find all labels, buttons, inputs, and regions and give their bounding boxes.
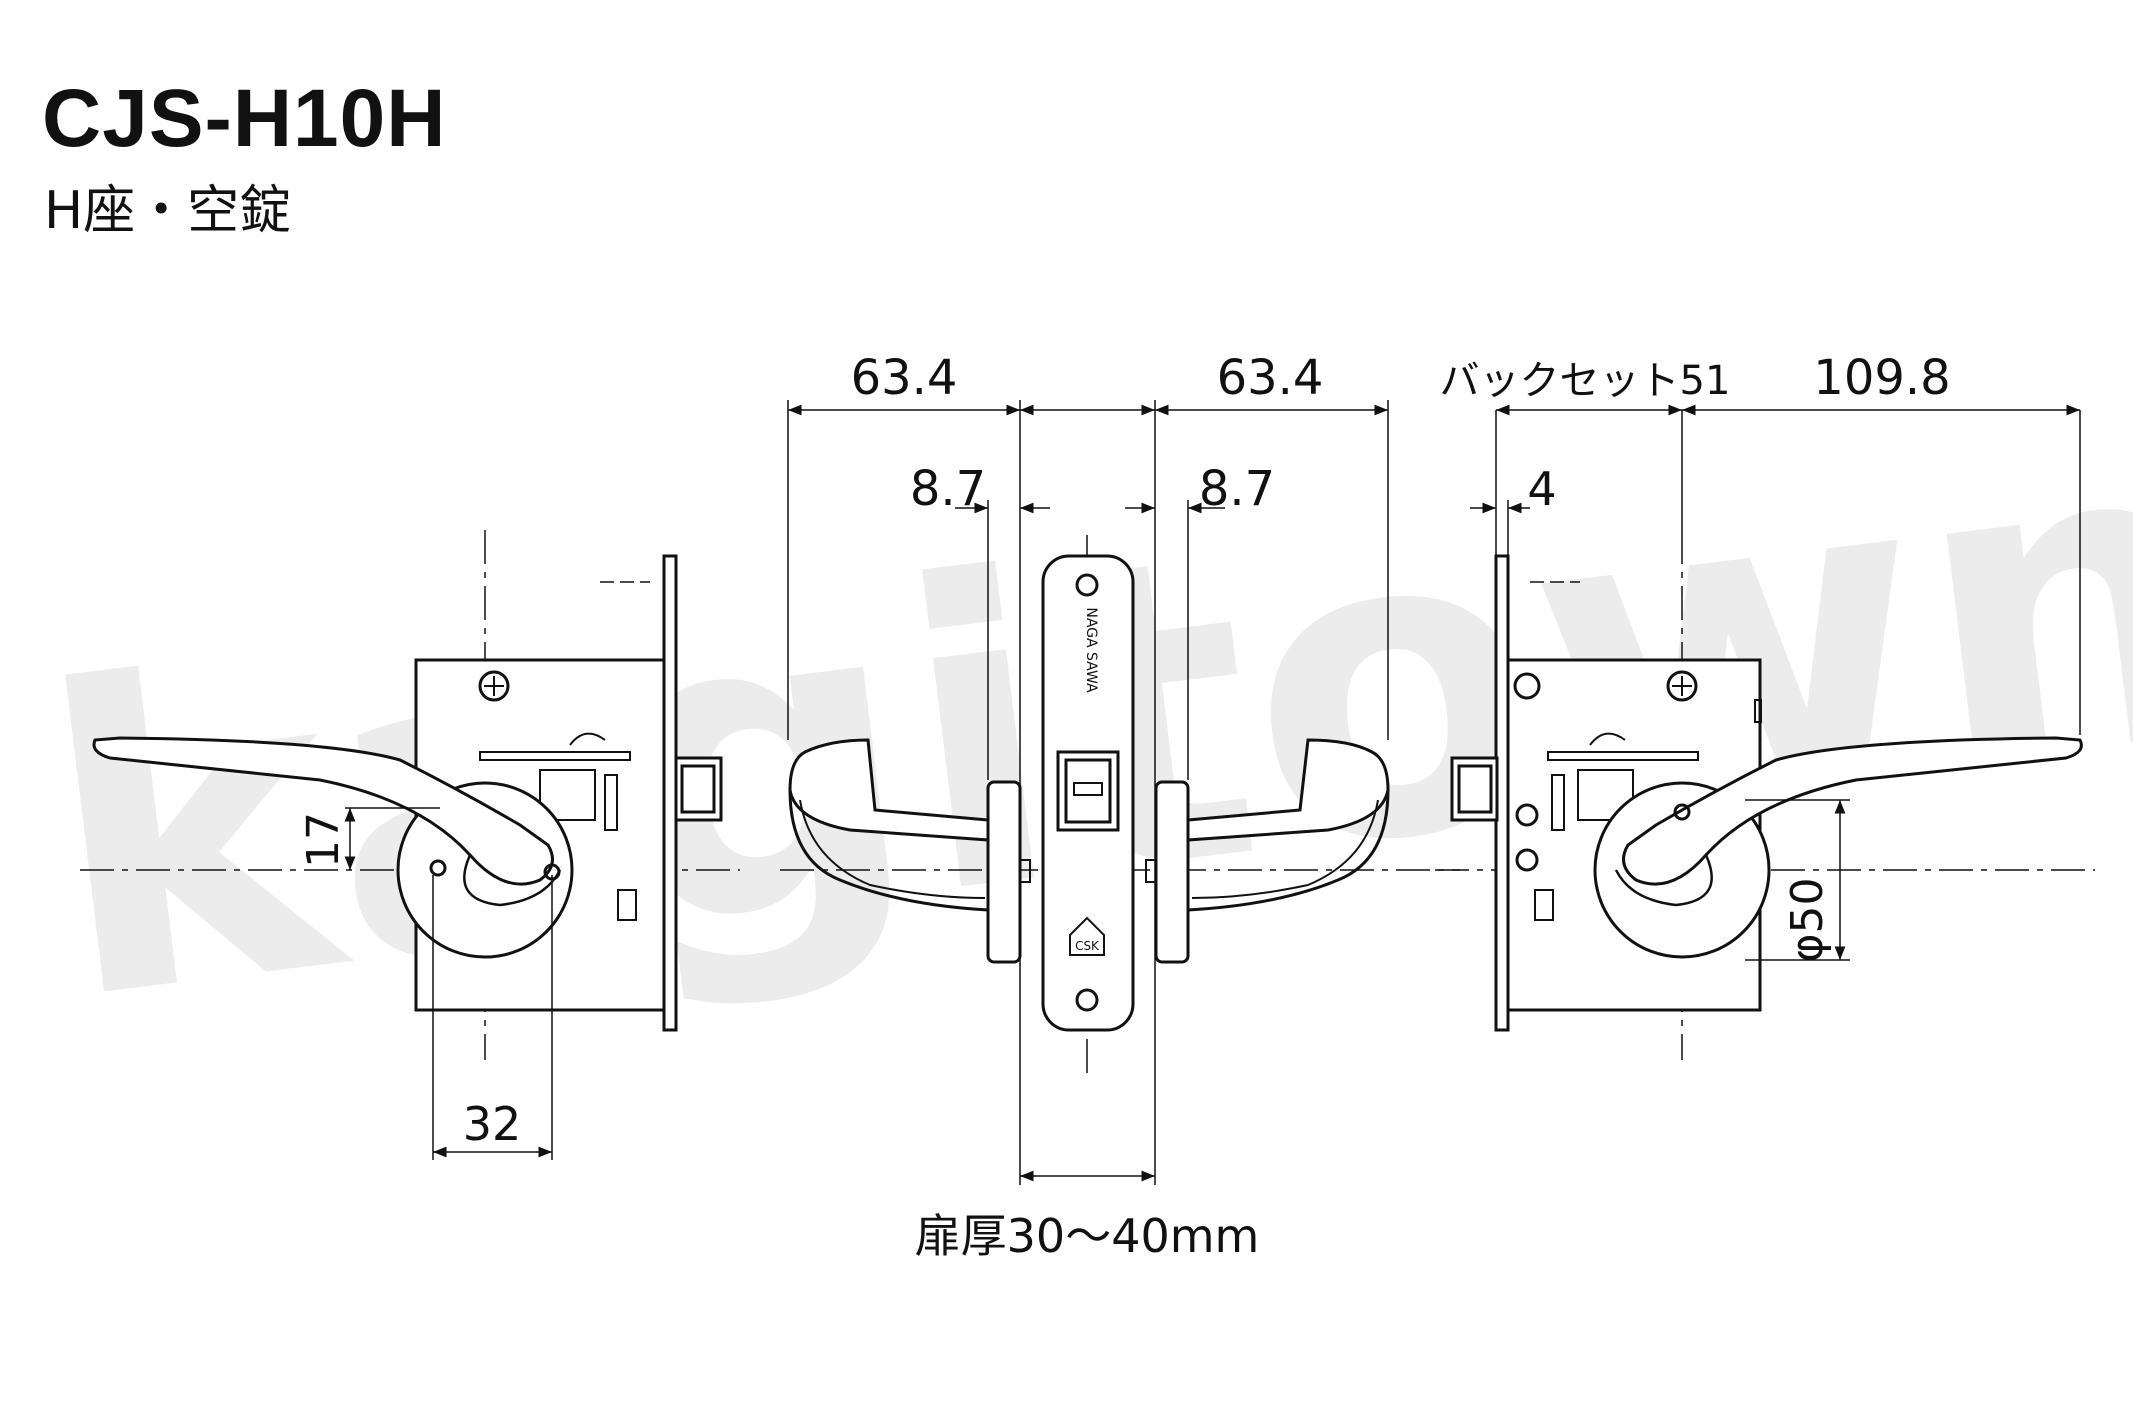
- right-rose-label: 8.7: [1199, 461, 1275, 517]
- backset-label: バックセット51: [1440, 358, 1731, 404]
- rose-diameter-label: φ50: [1782, 877, 1833, 962]
- model-subtitle: H座・空錠: [44, 181, 292, 241]
- lever-length-label: 109.8: [1813, 350, 1950, 406]
- right-view: [1435, 404, 2095, 1060]
- right-projection-label: 63.4: [1217, 350, 1324, 406]
- left-rose-label: 8.7: [910, 461, 986, 517]
- faceplate-label: 4: [1527, 462, 1556, 516]
- brand-mark: NAGA SAWA: [1083, 607, 1099, 693]
- left-view: [80, 530, 740, 1160]
- model-title: CJS-H10H: [42, 73, 447, 164]
- logo-mark: CSK: [1075, 939, 1100, 953]
- center-view: [780, 400, 1460, 1185]
- left-projection-label: 63.4: [851, 350, 958, 406]
- spindle-spacing-label: 32: [463, 1097, 522, 1151]
- lever-offset-label: 17: [298, 812, 349, 868]
- door-thickness-label: 扉厚30〜40mm: [915, 1209, 1260, 1263]
